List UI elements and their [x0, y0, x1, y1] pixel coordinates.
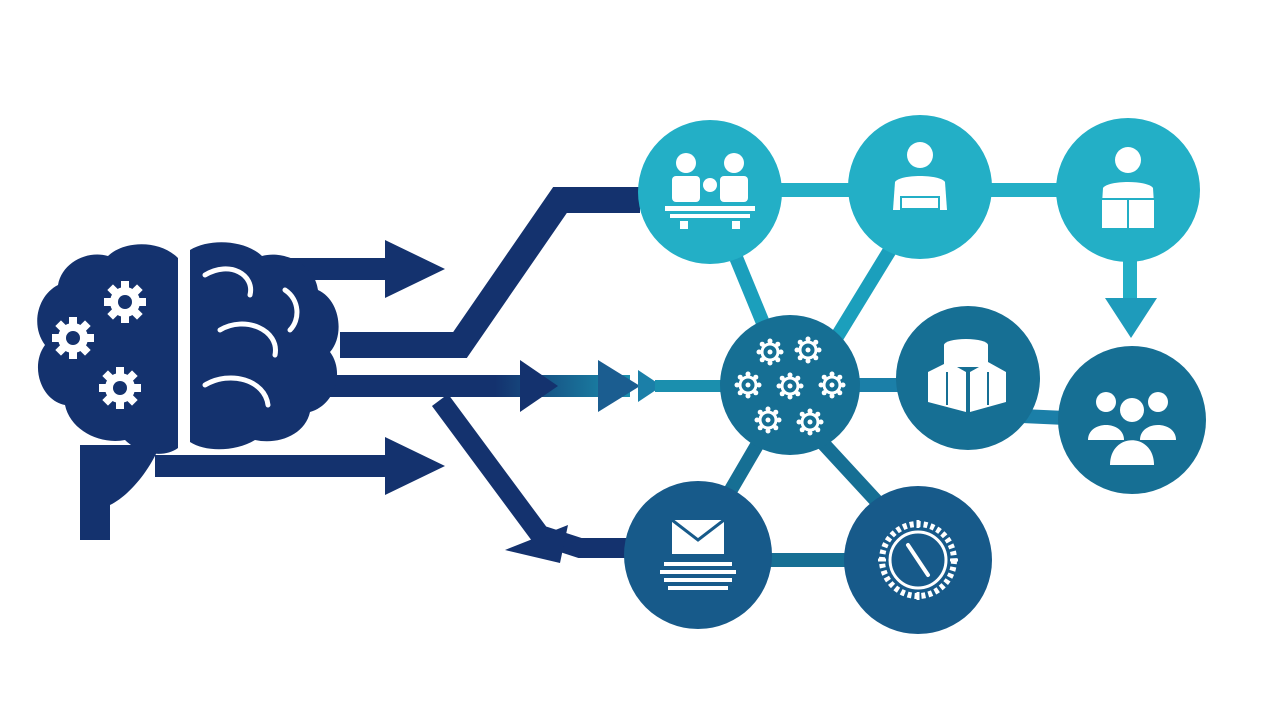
arrow-right-icon	[385, 437, 445, 495]
gear-icon	[52, 317, 94, 359]
node-dial	[844, 486, 992, 634]
team-meeting-icon	[665, 153, 755, 229]
brain-with-gears-icon	[37, 242, 339, 540]
gear-icon	[104, 281, 146, 323]
flow-branches	[330, 187, 735, 563]
node-team-meeting	[638, 120, 782, 264]
edge-hub-dial	[814, 435, 886, 510]
arrow-right-icon	[638, 370, 662, 402]
presenter-icon	[893, 142, 947, 210]
node-email	[624, 481, 772, 629]
node-package	[896, 306, 1040, 450]
package-boxes-icon	[928, 339, 1006, 412]
arrow-down-right-icon	[505, 525, 568, 563]
branch-lower	[431, 394, 640, 558]
arrow-right-icon	[385, 240, 445, 298]
person-reading-icon	[1098, 147, 1158, 230]
clock-dial-icon	[878, 520, 958, 600]
node-group	[1058, 346, 1206, 494]
edge-presenter-hub	[829, 246, 896, 344]
arrow-shaft-bottom	[155, 455, 385, 477]
node-reader	[1056, 118, 1200, 262]
arrow-right-icon	[520, 360, 558, 412]
branch-middle	[330, 375, 630, 397]
node-presenter	[848, 115, 992, 259]
gear-icon	[99, 367, 141, 409]
people-group-icon	[1088, 392, 1176, 465]
node-hub	[720, 315, 860, 455]
branch-middle-tail	[655, 380, 735, 392]
branch-upper	[340, 187, 640, 358]
arrow-right-icon	[598, 360, 640, 412]
arrow-down-icon	[1105, 298, 1157, 338]
email-laptop-icon	[660, 518, 736, 590]
